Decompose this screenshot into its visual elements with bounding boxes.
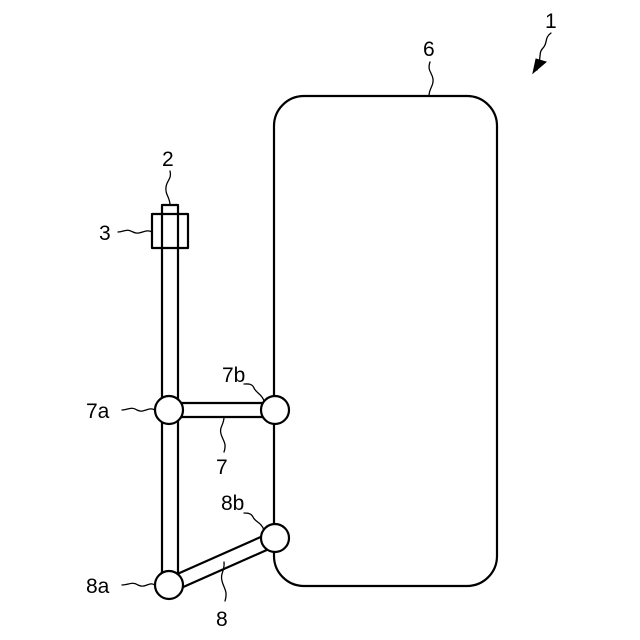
label-3: 3 [99, 222, 111, 245]
rod-lower [162, 410, 178, 584]
label-1: 1 [545, 10, 557, 33]
label-7: 7 [216, 456, 228, 479]
collar-3 [152, 214, 188, 248]
label-8: 8 [216, 608, 228, 631]
joint-8b [261, 524, 289, 552]
label-8b: 8b [221, 492, 244, 515]
leader-3 [118, 230, 152, 233]
arrow-head-1 [533, 59, 546, 73]
joint-7a [155, 396, 183, 424]
leader-8a [122, 583, 155, 586]
joint-8a [155, 571, 183, 599]
joint-7b [261, 396, 289, 424]
label-7a: 7a [86, 400, 110, 423]
leader-8b [244, 513, 264, 530]
leader-7 [221, 417, 226, 452]
leader-7b [244, 384, 264, 401]
leader-2 [166, 171, 171, 205]
label-6: 6 [423, 38, 435, 61]
label-2: 2 [162, 148, 174, 171]
leader-7a [122, 408, 155, 411]
label-8a: 8a [86, 575, 110, 598]
body-6 [274, 96, 497, 586]
leader-6 [429, 62, 433, 96]
label-7b: 7b [222, 364, 245, 387]
